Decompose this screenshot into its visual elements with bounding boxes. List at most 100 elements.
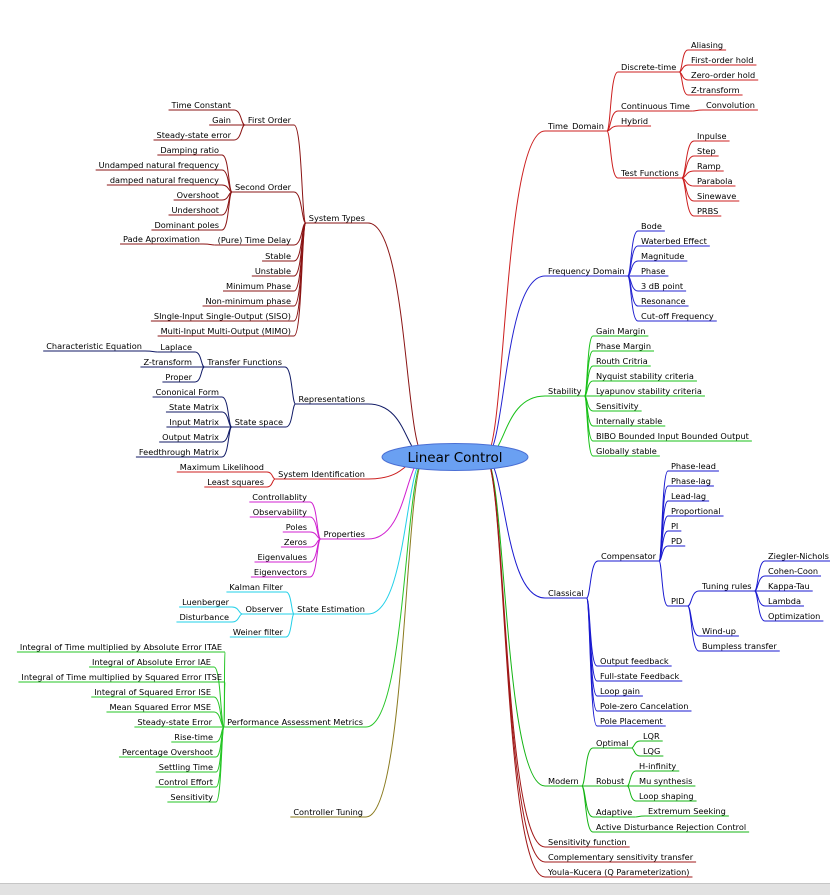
topic-bibo[interactable]: BIBO Bounded Input Bounded Output bbox=[593, 431, 752, 442]
topic-firstorder[interactable]: First Order bbox=[244, 115, 294, 126]
topic-minph[interactable]: Minimum Phase bbox=[223, 281, 294, 292]
topic-mse[interactable]: Mean Squared Error MSE bbox=[106, 702, 214, 713]
topic-plead[interactable]: Phase-lead bbox=[668, 461, 719, 472]
topic-stateest[interactable]: State Estimation bbox=[294, 604, 368, 615]
topic-statemat[interactable]: State Matrix bbox=[165, 402, 222, 413]
topic-hinf[interactable]: H-infinity bbox=[636, 761, 680, 772]
topic-systypes[interactable]: System Types bbox=[305, 213, 368, 224]
topic-cont[interactable]: Continuous Time bbox=[618, 101, 693, 112]
topic-step[interactable]: Step bbox=[694, 146, 719, 157]
topic-ls[interactable]: Least squares bbox=[204, 477, 267, 488]
topic-undershoot[interactable]: Undershoot bbox=[168, 205, 222, 216]
topic-optimal[interactable]: Optimal bbox=[593, 738, 632, 749]
topic-extseek[interactable]: Extremum Seeking bbox=[645, 806, 729, 817]
topic-outputmat[interactable]: Output Matrix bbox=[159, 432, 222, 443]
topic-fullfb[interactable]: Full-state Feedback bbox=[597, 671, 683, 682]
topic-kalman[interactable]: Kalman Filter bbox=[226, 582, 286, 593]
topic-time[interactable]: Time_Domain bbox=[545, 121, 607, 132]
topic-perf[interactable]: Performance Assessment Metrics bbox=[224, 717, 366, 728]
topic-sserr2[interactable]: Steady-state Error bbox=[134, 717, 215, 728]
topic-glob[interactable]: Globally stable bbox=[593, 446, 660, 457]
topic-waterbed[interactable]: Waterbed Effect bbox=[638, 236, 710, 247]
topic-routh[interactable]: Routh Critria bbox=[593, 356, 651, 367]
topic-undnat[interactable]: Undamped natural frequency bbox=[95, 160, 222, 171]
topic-prbs[interactable]: PRBS bbox=[694, 206, 722, 217]
topic-pid[interactable]: PID bbox=[668, 596, 688, 607]
topic-musyn[interactable]: Mu synthesis bbox=[636, 776, 696, 787]
topic-laplace[interactable]: Laplace bbox=[157, 342, 195, 353]
topic-robust[interactable]: Robust bbox=[593, 776, 628, 787]
topic-pover[interactable]: Percentage Overshoot bbox=[118, 747, 216, 758]
topic-compsens[interactable]: Complementary sensitivity transfer bbox=[545, 852, 697, 863]
topic-outfb[interactable]: Output feedback bbox=[597, 656, 672, 667]
topic-luen[interactable]: Luenberger bbox=[179, 597, 232, 608]
topic-observer[interactable]: Observer bbox=[242, 604, 286, 615]
topic-poles[interactable]: Poles bbox=[282, 522, 310, 533]
topic-bumpless[interactable]: Bumpless transfer bbox=[699, 641, 780, 652]
topic-stab[interactable]: Stability bbox=[545, 386, 585, 397]
topic-intst[interactable]: Internally stable bbox=[593, 416, 666, 427]
topic-sensit[interactable]: Sensitivity bbox=[593, 401, 642, 412]
topic-timedelay[interactable]: (Pure) Time Delay bbox=[214, 235, 294, 246]
topic-repr[interactable]: Representations bbox=[295, 394, 368, 405]
topic-magnitude[interactable]: Magnitude bbox=[638, 251, 688, 262]
topic-windup[interactable]: Wind-up bbox=[699, 626, 739, 637]
topic-charq[interactable]: Characteristic Equation bbox=[43, 341, 145, 352]
topic-sserr[interactable]: Steady-state error bbox=[153, 130, 234, 141]
topic-youla[interactable]: Youla–Kucera (Q Parameterization) bbox=[545, 867, 693, 878]
topic-tf[interactable]: Transfer Functions bbox=[204, 357, 285, 368]
topic-itae[interactable]: Integral of Time multiplied by Absolute … bbox=[16, 642, 225, 653]
topic-ml[interactable]: Maximum Likelihood bbox=[176, 462, 267, 473]
topic-overshoot[interactable]: Overshoot bbox=[173, 190, 222, 201]
topic-eigval[interactable]: Eigenvalues bbox=[254, 552, 310, 563]
topic-plag[interactable]: Phase-lag bbox=[668, 476, 714, 487]
topic-pi[interactable]: PI bbox=[668, 521, 682, 532]
topic-zoh[interactable]: Zero-order hold bbox=[688, 70, 759, 81]
topic-classical[interactable]: Classical bbox=[545, 588, 587, 599]
central-topic[interactable]: Linear Control bbox=[381, 443, 529, 471]
topic-phase[interactable]: Phase bbox=[638, 266, 669, 277]
topic-adaptive[interactable]: Adaptive bbox=[593, 807, 636, 818]
topic-siso[interactable]: SIngle-Input Single-Output (SISO) bbox=[150, 311, 294, 322]
topic-dist[interactable]: Disturbance bbox=[176, 612, 232, 623]
topic-ss[interactable]: State space bbox=[231, 417, 286, 428]
topic-inpulse[interactable]: Inpulse bbox=[694, 131, 730, 142]
topic-canon[interactable]: Cononical Form bbox=[152, 387, 222, 398]
topic-damping[interactable]: Damping ratio bbox=[157, 145, 222, 156]
topic-ramp[interactable]: Ramp bbox=[694, 161, 724, 172]
topic-parabola[interactable]: Parabola bbox=[694, 176, 736, 187]
topic-obs[interactable]: Observability bbox=[249, 507, 310, 518]
topic-pade[interactable]: Pade Aproximation bbox=[120, 234, 203, 245]
topic-unstable[interactable]: Unstable bbox=[251, 266, 294, 277]
topic-gain[interactable]: Gain bbox=[209, 115, 234, 126]
topic-pzc[interactable]: Pole-zero Cancelation bbox=[597, 701, 692, 712]
topic-lambda[interactable]: Lambda bbox=[765, 596, 804, 607]
topic-prop[interactable]: Proportional bbox=[668, 506, 724, 517]
topic-comp[interactable]: Compensator bbox=[598, 551, 659, 562]
topic-pd[interactable]: PD bbox=[668, 536, 686, 547]
topic-discrete[interactable]: Discrete-time bbox=[618, 62, 680, 73]
topic-itse[interactable]: Integral of Time multiplied by Squared E… bbox=[18, 672, 225, 683]
topic-adrc[interactable]: Active Disturbance Rejection Control bbox=[593, 822, 750, 833]
topic-secondorder[interactable]: Second Order bbox=[231, 182, 294, 193]
topic-rise[interactable]: Rise-time bbox=[171, 732, 216, 743]
topic-tuningc[interactable]: Controller Tuning bbox=[290, 807, 366, 818]
topic-conv[interactable]: Convolution bbox=[703, 100, 758, 111]
topic-testf[interactable]: Test Functions bbox=[618, 168, 682, 179]
topic-eigvec[interactable]: Eigenvectors bbox=[250, 567, 310, 578]
topic-proper[interactable]: Proper bbox=[162, 372, 195, 383]
topic-mimo[interactable]: Multi-Input Multi-Output (MIMO) bbox=[157, 326, 294, 337]
topic-ztr[interactable]: Z-transform bbox=[688, 85, 743, 96]
topic-loopgain[interactable]: Loop gain bbox=[597, 686, 643, 697]
topic-tuning[interactable]: Tuning rules bbox=[699, 581, 755, 592]
topic-feedmat[interactable]: Feedthrough Matrix bbox=[135, 447, 222, 458]
topic-aliasing[interactable]: Aliasing bbox=[688, 40, 727, 51]
topic-sensfn[interactable]: Sensitivity function bbox=[545, 837, 630, 848]
topic-zeros[interactable]: Zeros bbox=[280, 537, 310, 548]
topic-sinewave[interactable]: Sinewave bbox=[694, 191, 740, 202]
topic-foh[interactable]: First-order hold bbox=[688, 55, 757, 66]
topic-lqg[interactable]: LQG bbox=[640, 746, 664, 757]
topic-hybrid[interactable]: Hybrid bbox=[618, 116, 652, 127]
topic-ise[interactable]: Integral of Squared Error ISE bbox=[91, 687, 214, 698]
topic-modern[interactable]: Modern bbox=[545, 776, 582, 787]
